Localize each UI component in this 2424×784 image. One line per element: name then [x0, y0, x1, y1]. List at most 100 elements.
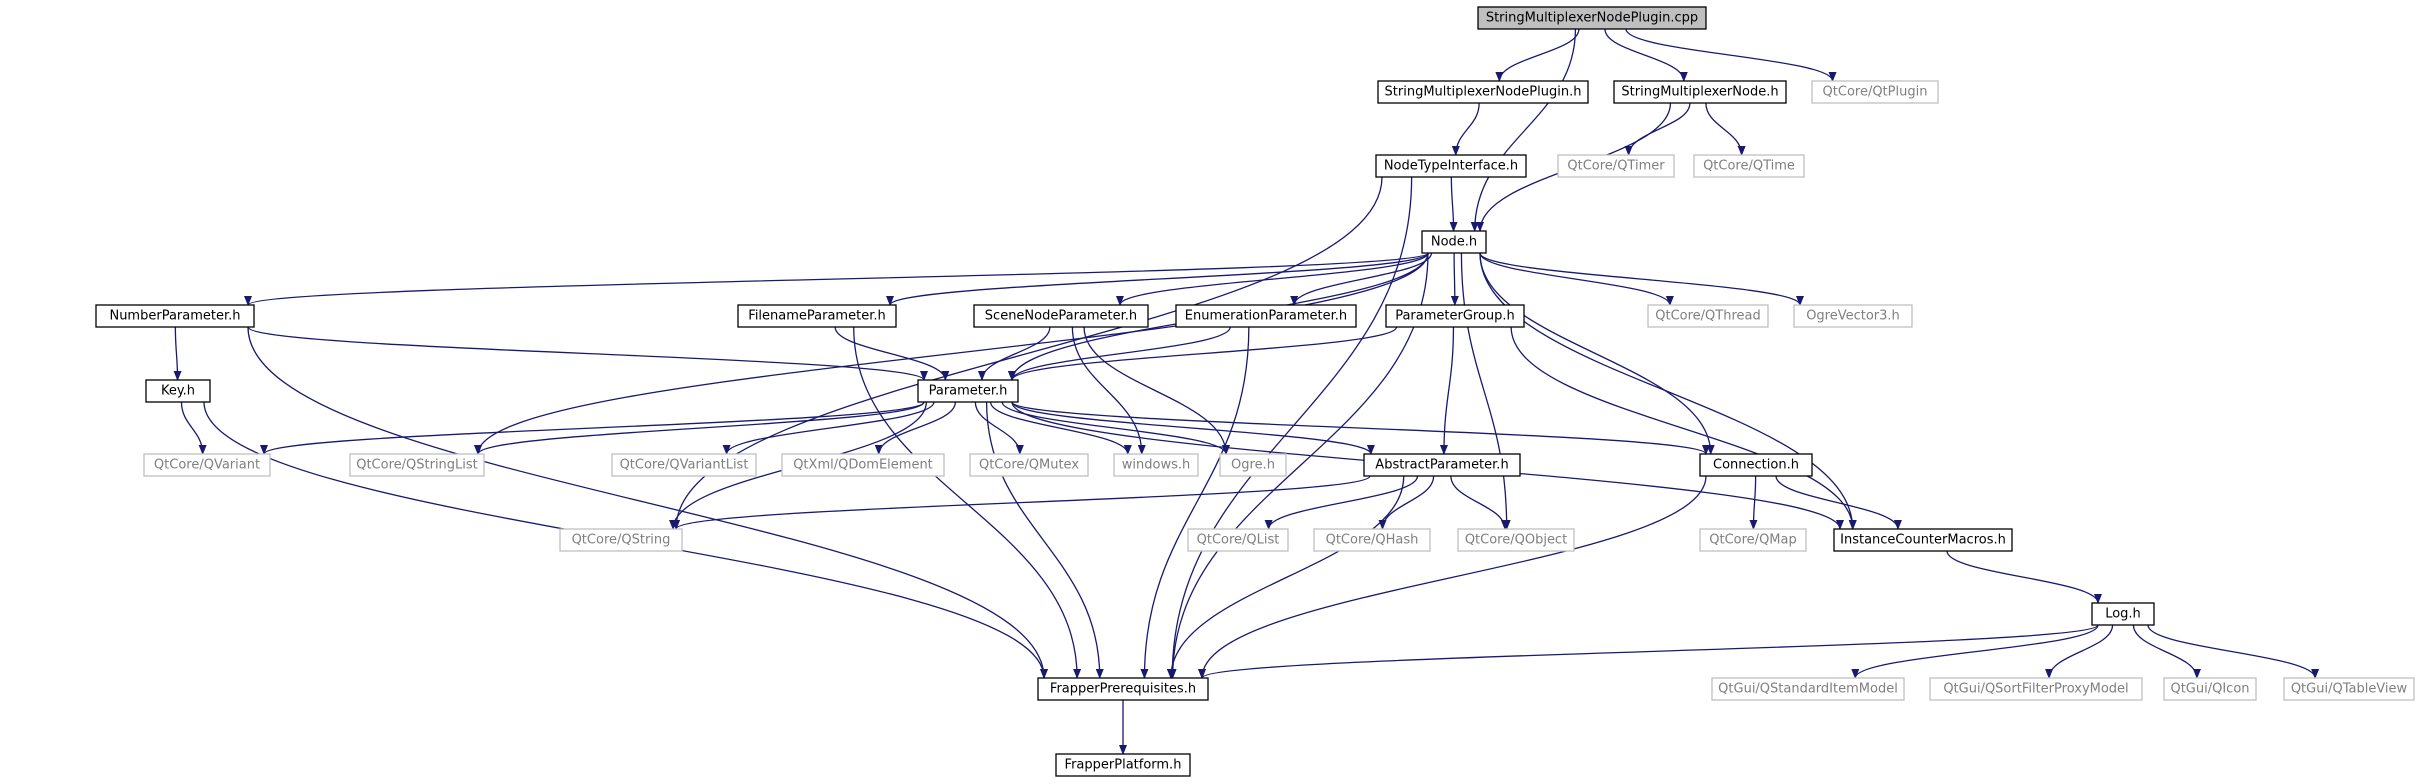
node-label: Log.h	[2105, 607, 2141, 622]
node-label: QtCore/QTime	[1703, 159, 1795, 174]
node-label: EnumerationParameter.h	[1185, 309, 1347, 324]
node-box	[1377, 80, 1589, 104]
node-enumparam[interactable]: EnumerationParameter.h	[1175, 304, 1357, 328]
edge-node-to-enumparam	[1290, 252, 1433, 306]
node-numparam[interactable]: NumberParameter.h	[95, 304, 255, 328]
node-qobject: QtCore/QObject	[1457, 528, 1575, 552]
node-key[interactable]: Key.h	[145, 379, 211, 403]
node-label: OgreVector3.h	[1806, 309, 1900, 324]
node-box	[1457, 528, 1575, 552]
node-qicon: QtGui/QIcon	[2163, 677, 2257, 701]
node-smnode_h[interactable]: StringMultiplexerNode.h	[1613, 80, 1787, 104]
node-qtime: QtCore/QTime	[1693, 154, 1805, 178]
edge-plugin_h-to-nti	[1451, 102, 1480, 156]
node-label: QtCore/QList	[1197, 533, 1280, 548]
node-label: SceneNodeParameter.h	[985, 309, 1137, 324]
node-qvariant: QtCore/QVariant	[143, 453, 271, 477]
node-box	[1699, 528, 1807, 552]
node-box	[1385, 304, 1525, 328]
node-box	[1187, 528, 1289, 552]
node-label: StringMultiplexerNodePlugin.cpp	[1486, 11, 1698, 26]
edge-log-to-qtableview	[2147, 624, 2320, 679]
node-fprereq[interactable]: FrapperPrerequisites.h	[1037, 677, 1209, 701]
edge-paramgroup-to-param	[1008, 326, 1398, 381]
edge-absparam-to-fprereq	[1166, 475, 1405, 679]
node-ogrevec: OgreVector3.h	[1793, 304, 1913, 328]
node-sceneparam[interactable]: SceneNodeParameter.h	[973, 304, 1149, 328]
edge-log-to-fprereq	[1198, 624, 2099, 679]
node-fileparam[interactable]: FilenameParameter.h	[737, 304, 897, 328]
node-label: FrapperPlatform.h	[1065, 758, 1182, 773]
node-label: QtCore/QMutex	[979, 458, 1079, 473]
node-qsim: QtGui/QStandardItemModel	[1711, 677, 1905, 701]
node-box	[1647, 304, 1769, 328]
node-plugin_h[interactable]: StringMultiplexerNodePlugin.h	[1377, 80, 1589, 104]
node-box	[1375, 154, 1527, 178]
node-label: QtGui/QIcon	[2170, 682, 2249, 697]
edge-root-to-smnode_h	[1604, 28, 1688, 82]
node-label: StringMultiplexerNode.h	[1621, 85, 1778, 100]
node-label: QtCore/QtPlugin	[1823, 85, 1928, 100]
node-absparam[interactable]: AbstractParameter.h	[1363, 453, 1521, 477]
node-box	[143, 453, 271, 477]
node-label: windows.h	[1122, 458, 1190, 473]
node-label: Connection.h	[1713, 458, 1799, 473]
node-box	[2283, 677, 2415, 701]
edge-key-to-qvariant	[180, 401, 207, 455]
edge-param-to-absparam	[1011, 401, 1375, 455]
edge-nti-to-fprereq	[1168, 176, 1413, 679]
node-label: QtCore/QTimer	[1567, 159, 1665, 174]
edge-node-to-qobject	[1460, 252, 1511, 530]
edge-fileparam-to-param	[834, 326, 950, 381]
node-log[interactable]: Log.h	[2091, 602, 2155, 626]
node-root[interactable]: StringMultiplexerNodePlugin.cpp	[1477, 6, 1707, 30]
node-box	[1477, 6, 1707, 30]
node-icm[interactable]: InstanceCounterMacros.h	[1833, 528, 2013, 552]
edge-paramgroup-to-icm	[1510, 326, 1857, 530]
edge-numparam-to-key	[173, 326, 182, 381]
node-box	[1037, 677, 1209, 701]
edge-param-to-fprereq	[985, 401, 1104, 679]
edge-param-to-connection	[1011, 401, 1710, 455]
node-box	[1113, 453, 1199, 477]
node-box	[1055, 753, 1191, 777]
node-label: Ogre.h	[1231, 458, 1275, 473]
edge-node-to-ogrevec	[1479, 252, 1804, 306]
node-qsfpm: QtGui/QSortFilterProxyModel	[1929, 677, 2143, 701]
node-label: ParameterGroup.h	[1395, 309, 1515, 324]
edge-enumparam-to-fprereq	[1140, 326, 1250, 679]
node-label: QtGui/QTableView	[2291, 682, 2408, 697]
node-node[interactable]: Node.h	[1421, 230, 1487, 254]
node-qstringlist: QtCore/QStringList	[349, 453, 485, 477]
node-fplatform[interactable]: FrapperPlatform.h	[1055, 753, 1191, 777]
node-qtableview: QtGui/QTableView	[2283, 677, 2415, 701]
edge-absparam-to-qlist	[1264, 475, 1419, 530]
node-label: NumberParameter.h	[109, 309, 240, 324]
node-label: NodeTypeInterface.h	[1384, 159, 1518, 174]
node-qtplugin: QtCore/QtPlugin	[1811, 80, 1939, 104]
edge-node-to-numparam	[244, 252, 1429, 306]
node-label: InstanceCounterMacros.h	[1840, 533, 2006, 548]
edge-param-to-qdom	[874, 401, 957, 455]
node-box	[2163, 677, 2257, 701]
node-paramgroup[interactable]: ParameterGroup.h	[1385, 304, 1525, 328]
edge-smnode_h-to-qtime	[1705, 102, 1746, 156]
node-qmutex: QtCore/QMutex	[969, 453, 1089, 477]
node-box	[1699, 453, 1813, 477]
node-box	[611, 453, 757, 477]
node-connection[interactable]: Connection.h	[1699, 453, 1813, 477]
node-qtimer: QtCore/QTimer	[1557, 154, 1675, 178]
node-label: QtCore/QThread	[1655, 309, 1761, 324]
node-nti[interactable]: NodeTypeInterface.h	[1375, 154, 1527, 178]
node-qstring: QtCore/QString	[559, 528, 683, 552]
edge-connection-to-qmap	[1749, 475, 1758, 530]
node-param[interactable]: Parameter.h	[917, 379, 1019, 403]
edge-log-to-qsim	[1851, 624, 2099, 679]
node-qdom: QtXml/QDomElement	[781, 453, 945, 477]
node-qthread: QtCore/QThread	[1647, 304, 1769, 328]
node-box	[1929, 677, 2143, 701]
edge-absparam-to-qhash	[1378, 475, 1435, 530]
node-qlist: QtCore/QList	[1187, 528, 1289, 552]
node-qhash: QtCore/QHash	[1313, 528, 1431, 552]
